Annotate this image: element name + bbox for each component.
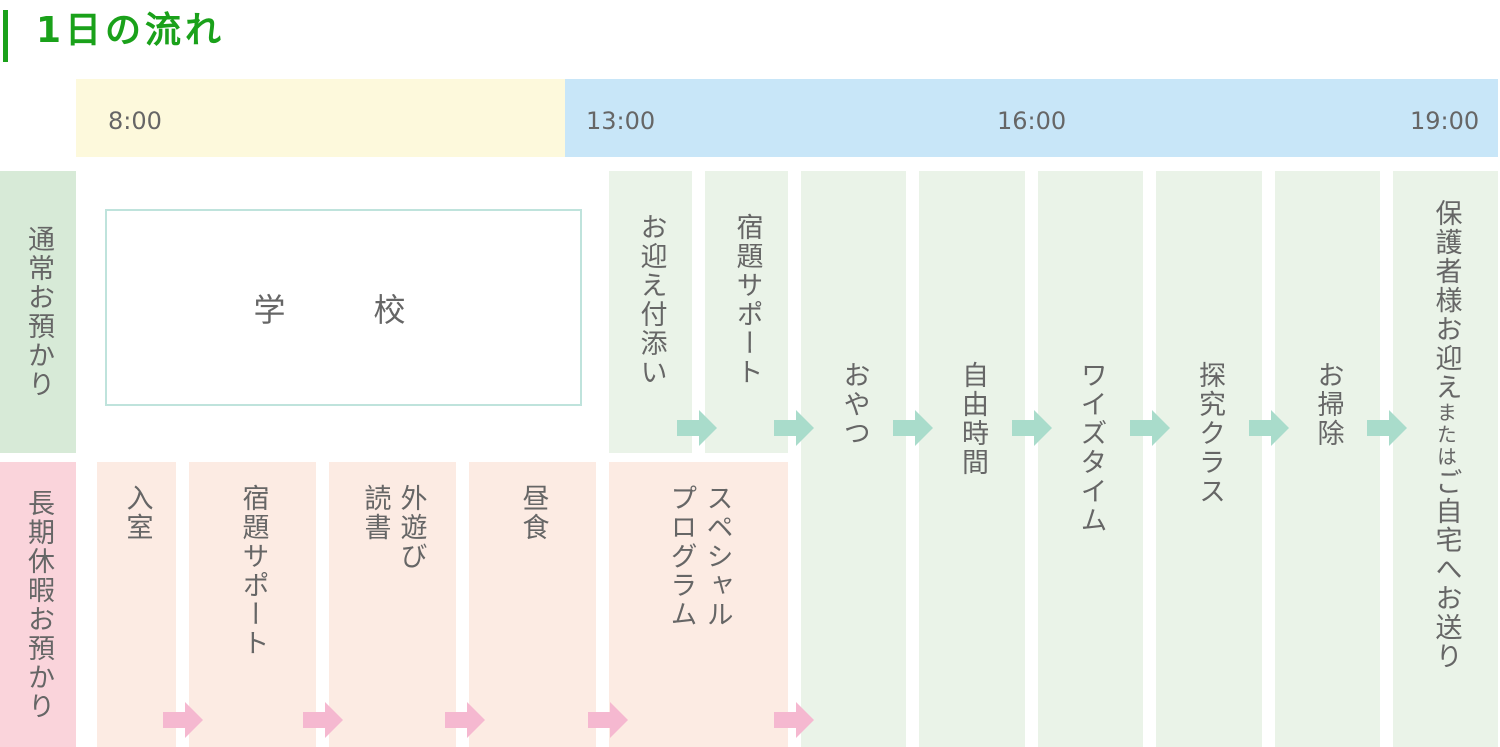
step-cleaning-text: お掃除 xyxy=(1312,361,1344,448)
step-outdoor-play-text: 外遊び読書 xyxy=(357,484,429,747)
arrow-right-icon xyxy=(163,702,203,738)
step-free-time-text: 自由時間 xyxy=(957,361,988,477)
step-play-col1: 外遊び xyxy=(395,484,427,571)
step-lunch-text: 昼食 xyxy=(517,484,549,542)
step-pickup: お迎え付添い xyxy=(609,171,692,453)
arrow-right-icon xyxy=(1130,410,1170,446)
step-wise-time-text: ワイズタイム xyxy=(1075,361,1107,535)
time-label-1300: 13:00 xyxy=(586,107,656,135)
step-special-program-text: スペシャルプログラム xyxy=(663,484,735,747)
row-label-holiday-text: 長期休暇お預かり xyxy=(23,488,54,721)
step-homework-holiday-text: 宿題サポート xyxy=(237,484,269,658)
step-homework-regular: 宿題サポート xyxy=(705,171,788,453)
step-pickup-or-home-text: 保護者様お迎えまたはご自宅へお送り xyxy=(1428,199,1464,747)
step-homework-regular-text: 宿題サポート xyxy=(731,213,763,387)
step-special-program: スペシャルプログラム xyxy=(609,462,788,747)
school-box: 学 校 xyxy=(105,209,582,406)
arrow-right-icon xyxy=(893,410,933,446)
row-label-regular-text: 通常お預かり xyxy=(23,225,54,399)
step-snack-text: おやつ xyxy=(838,361,870,448)
arrow-right-icon xyxy=(1367,410,1407,446)
step-end-part1: 保護者様お迎え xyxy=(1430,199,1462,402)
step-pickup-text: お迎え付添い xyxy=(635,213,667,387)
step-special-col2: プログラム xyxy=(665,484,697,629)
row-label-holiday: 長期休暇お預かり xyxy=(0,462,76,747)
step-snack: おやつ xyxy=(801,171,906,747)
step-play-col2: 読書 xyxy=(359,484,391,542)
step-lunch: 昼食 xyxy=(469,462,596,747)
afternoon-band xyxy=(565,79,1498,157)
arrow-right-icon xyxy=(303,702,343,738)
step-explore-class-text: 探究クラス xyxy=(1194,361,1225,506)
title-accent-bar xyxy=(3,10,8,62)
step-end-part2: ご自宅へお送り xyxy=(1430,468,1462,671)
morning-band xyxy=(76,79,565,157)
arrow-right-icon xyxy=(774,702,814,738)
arrow-right-icon xyxy=(588,702,628,738)
time-label-0800: 8:00 xyxy=(108,107,162,135)
step-outdoor-play: 外遊び読書 xyxy=(329,462,456,747)
time-label-1900: 19:00 xyxy=(1410,107,1480,135)
step-homework-holiday: 宿題サポート xyxy=(189,462,316,747)
step-cleaning: お掃除 xyxy=(1275,171,1380,747)
step-enter-text: 入室 xyxy=(121,484,153,542)
arrow-right-icon xyxy=(1249,410,1289,446)
step-pickup-or-home: 保護者様お迎えまたはご自宅へお送り xyxy=(1393,171,1498,747)
step-free-time: 自由時間 xyxy=(919,171,1025,747)
time-label-1600: 16:00 xyxy=(997,107,1067,135)
step-special-col1: スペシャル xyxy=(701,484,733,629)
step-wise-time: ワイズタイム xyxy=(1038,171,1143,747)
row-label-regular: 通常お預かり xyxy=(0,171,76,453)
step-explore-class: 探究クラス xyxy=(1156,171,1262,747)
arrow-right-icon xyxy=(677,410,717,446)
step-end-small: または xyxy=(1433,402,1458,468)
arrow-right-icon xyxy=(774,410,814,446)
step-enter: 入室 xyxy=(97,462,176,747)
arrow-right-icon xyxy=(445,702,485,738)
arrow-right-icon xyxy=(1012,410,1052,446)
page-title: 1日の流れ xyxy=(36,10,226,51)
school-label: 学 校 xyxy=(253,290,434,329)
